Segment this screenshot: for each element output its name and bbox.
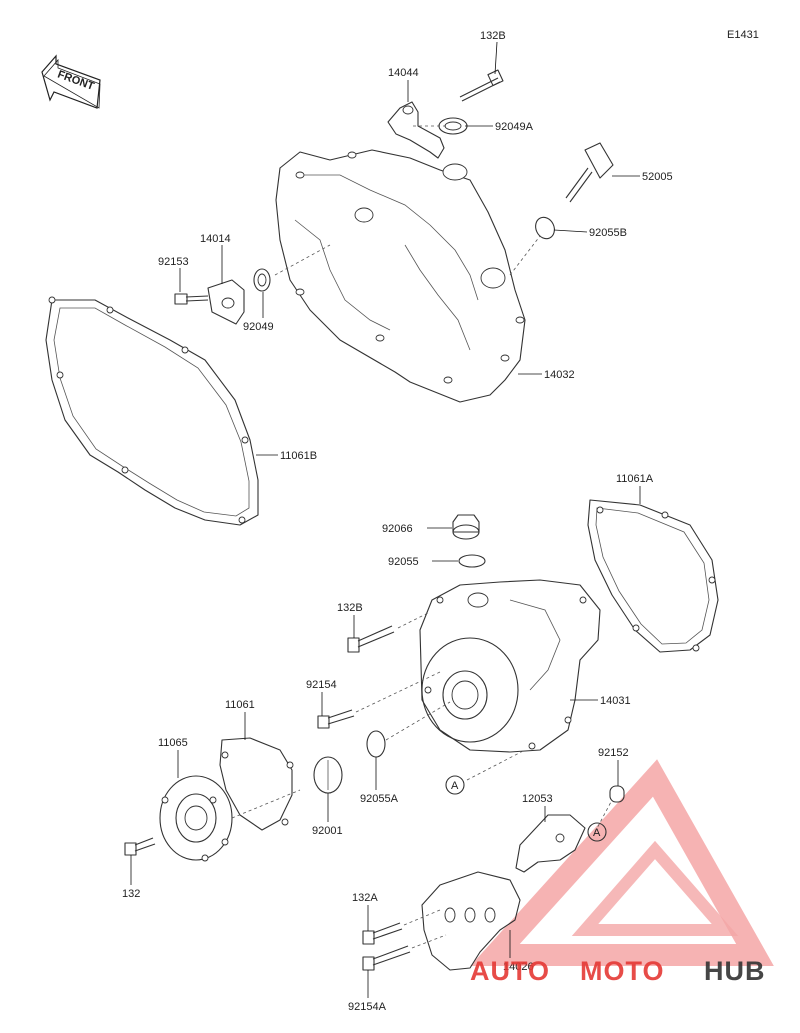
label-92055: 92055 [388, 556, 419, 568]
label-92049: 92049 [243, 321, 274, 333]
oring-92055 [458, 554, 486, 568]
dipstick-52005 [565, 142, 614, 203]
label-11061: 11061 [225, 699, 255, 711]
bolt-92154 [317, 709, 355, 729]
front-direction-arrow: FRONT [41, 54, 101, 109]
bolt-132b-top [459, 69, 504, 102]
label-14014: 14014 [200, 233, 231, 245]
label-92154a: 92154A [348, 1001, 387, 1013]
cover-11065 [159, 775, 233, 862]
plug-92001 [313, 756, 343, 794]
plate-14014 [207, 279, 245, 325]
callout-a-upper: A [445, 775, 465, 795]
callout-a-upper-label: A [451, 780, 459, 792]
callout-a-lower-label: A [593, 827, 601, 839]
watermark-word-3: HUB [704, 956, 766, 986]
bolt-92154a [362, 945, 411, 971]
bolt-92153 [174, 293, 209, 305]
label-14044: 14044 [388, 67, 419, 79]
label-12053: 12053 [522, 793, 553, 805]
bolt-132a [362, 922, 403, 945]
gasket-11061 [219, 737, 294, 831]
cover-14032 [275, 149, 526, 403]
bracket-14044 [387, 101, 445, 159]
callout-a-lower: A [587, 822, 607, 842]
label-11061a: 11061A [616, 473, 654, 485]
label-11065: 11065 [158, 737, 188, 749]
label-52005: 52005 [642, 171, 673, 183]
plug-92066 [452, 514, 480, 540]
watermark-inner-triangle [571, 840, 739, 936]
bolt-132 [124, 837, 156, 856]
watermark [470, 759, 774, 966]
label-132b-top: 132B [480, 30, 506, 42]
label-11061b: 11061B [280, 450, 317, 462]
label-92066: 92066 [382, 523, 413, 535]
gasket-11061a [587, 499, 719, 653]
oring-92055b [535, 216, 555, 240]
label-92049a: 92049A [495, 121, 534, 133]
label-92055a: 92055A [360, 793, 399, 805]
bracket-12053 [515, 814, 586, 873]
watermark-triangle [470, 759, 774, 966]
label-132a: 132A [352, 892, 378, 904]
collar-92152 [609, 785, 625, 803]
label-14026: 14026 [503, 961, 534, 973]
label-132: 132 [122, 888, 140, 900]
part-labels: 132B 14044 92049A 52005 92055B 14014 921… [122, 30, 673, 1013]
label-92154: 92154 [306, 679, 337, 691]
cover-14031 [419, 579, 601, 753]
bracket-14026 [421, 871, 521, 971]
seal-92049 [253, 268, 271, 292]
label-92001: 92001 [312, 825, 343, 837]
watermark-text: AUTO MOTO HUB [470, 956, 766, 986]
watermark-word-1: AUTO [470, 956, 550, 986]
watermark-word-2: MOTO [580, 956, 665, 986]
label-92055b: 92055B [589, 227, 627, 239]
leader-lines [130, 41, 641, 998]
label-132b-mid: 132B [337, 602, 363, 614]
oring-92055a [366, 730, 386, 758]
label-92153: 92153 [158, 256, 189, 268]
diagram-code: E1431 [727, 29, 759, 41]
label-14032: 14032 [544, 369, 575, 381]
gasket-11061b [45, 296, 259, 526]
bolt-132b-mid [347, 625, 395, 653]
label-14031: 14031 [600, 695, 631, 707]
label-92152: 92152 [598, 747, 629, 759]
